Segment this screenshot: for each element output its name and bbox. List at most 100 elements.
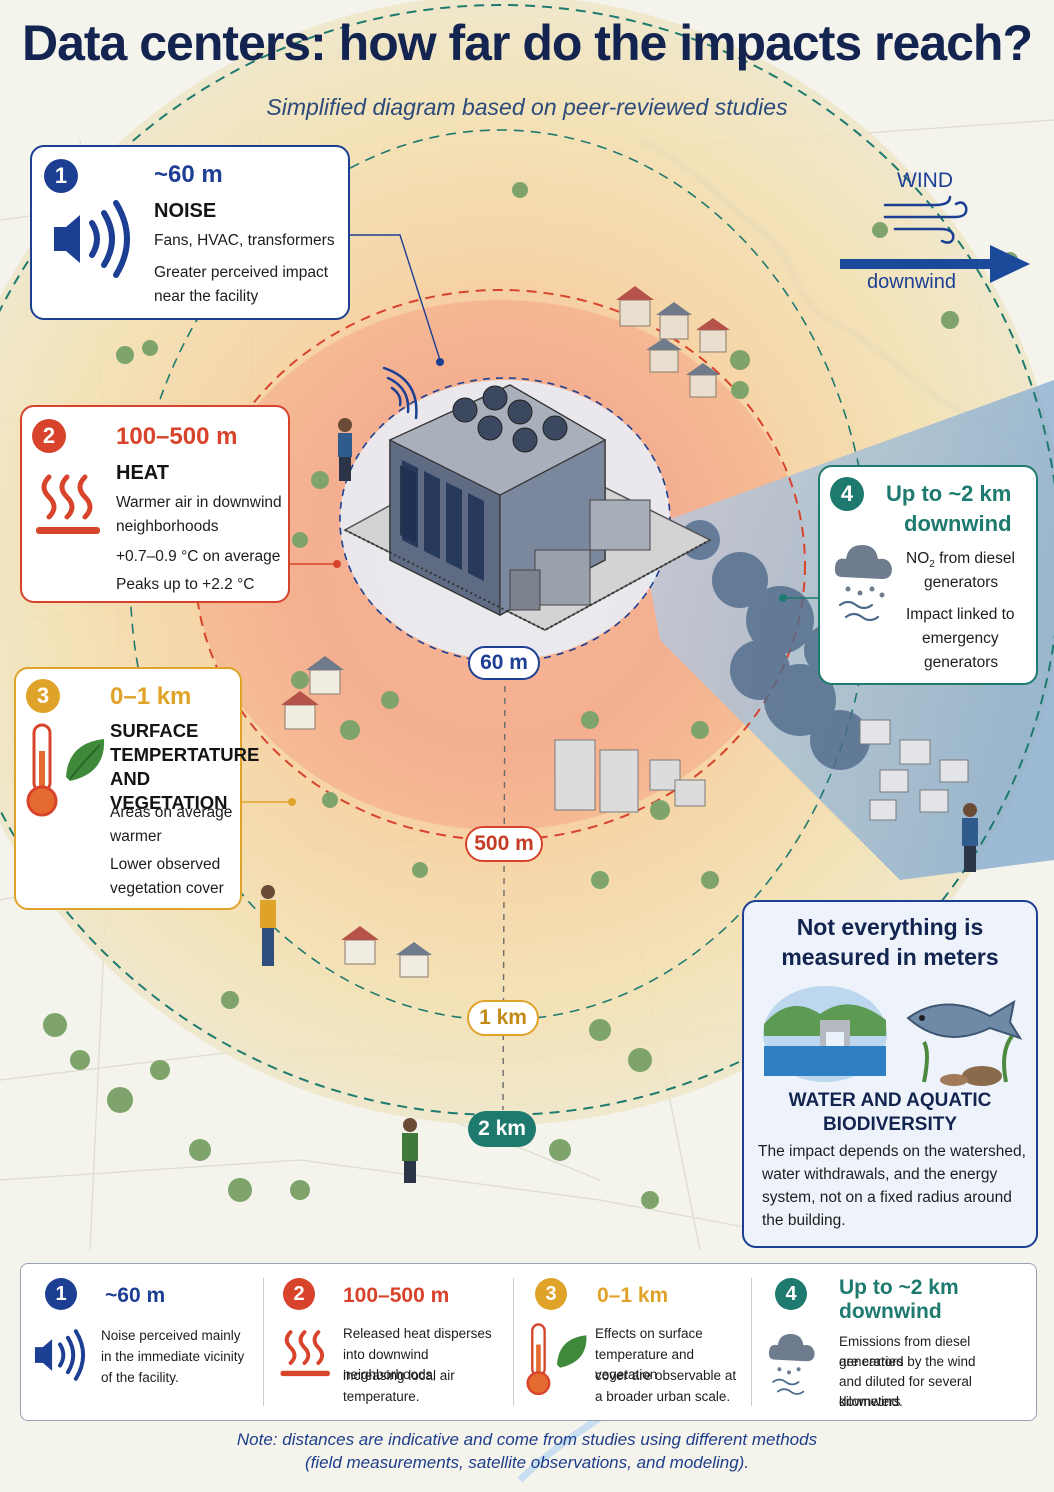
ring-label-500m: 500 m (465, 826, 543, 862)
legend-surface-title: 0–1 km (597, 1284, 669, 1307)
legend-heat-title: 100–500 m (343, 1284, 450, 1307)
emissions-line-5: generators (924, 654, 999, 671)
legend-heat-line-4: temperature. (343, 1389, 420, 1404)
heat-line-3: +0.7–0.9 °C on average (116, 548, 281, 565)
heat-distance: 100–500 m (116, 423, 238, 450)
legend-heat-line-2: into downwind neighborhoods, (343, 1347, 437, 1382)
cloud-emissions-icon (834, 545, 892, 622)
emissions-distance-2: downwind (904, 511, 1012, 536)
surface-heading-2: TEMPERTATURE (110, 744, 260, 765)
legend-noise-title: ~60 m (105, 1284, 166, 1307)
emissions-card: 4 Up to ~2 km downwind NO2 from diesel g… (818, 465, 1038, 685)
legend-surface-number: 3 (535, 1278, 567, 1310)
legend-noise-line-3: of the facility. (101, 1370, 179, 1385)
heat-number: 2 (32, 419, 66, 453)
wind-indicator: WIND downwind (835, 165, 1035, 295)
water-line-2: water withdrawals, and the energy (762, 1166, 998, 1183)
heat-waves-icon (36, 474, 100, 534)
legend-heat-line-1: Released heat disperses (343, 1326, 492, 1341)
legend-emissions-line-1: Emissions from diesel generators (839, 1334, 971, 1369)
dam-icon (763, 986, 887, 1082)
surface-line-4: vegetation cover (110, 880, 224, 897)
emissions-line-1: NO2 from diesel (906, 547, 1015, 577)
sound-waves-icon (54, 200, 130, 278)
legend-heat-number: 2 (283, 1278, 315, 1310)
noise-card: 1 ~60 m NOISE Fans, HVAC, transformers G… (30, 145, 350, 320)
wind-label: WIND (897, 169, 953, 192)
data-center-building (343, 384, 712, 632)
legend-emissions-title-2: downwind (839, 1300, 942, 1323)
noise-heading: NOISE (154, 200, 217, 222)
legend-item-noise: 1 ~60 m Noise perceived mainly in the im… (21, 1264, 271, 1422)
legend-item-surface: 3 0–1 km Effects on surface temperature … (517, 1264, 751, 1422)
page-title: Data centers: how far do the impacts rea… (21, 15, 1033, 71)
fish-icon (906, 1000, 1023, 1086)
ring-label-60m: 60 m (468, 646, 540, 680)
surface-line-2: warmer (110, 828, 162, 845)
sound-waves-icon (34, 1329, 86, 1381)
heat-card: 2 100–500 m HEAT Warmer air in downwind … (20, 405, 290, 603)
legend-item-emissions: 4 Up to ~2 km downwind Emissions from di… (755, 1264, 1035, 1422)
wind-icon (883, 195, 968, 244)
emissions-number: 4 (830, 477, 864, 511)
footnote-line-2: (field measurements, satellite observati… (304, 1453, 750, 1472)
legend-heat-line-3: increasing local air (343, 1368, 455, 1383)
downwind-arrow-icon (840, 245, 1030, 283)
ring-label-2km: 2 km (468, 1111, 536, 1147)
surface-heading-3: AND VEGETATION (110, 768, 228, 813)
heat-line-2: neighborhoods (116, 518, 219, 535)
no2-main: NO (906, 550, 930, 567)
noise-line-3: near the facility (154, 288, 259, 305)
emissions-line-4: emergency (922, 630, 999, 647)
water-heading-1: Not everything is (796, 914, 984, 940)
legend-emissions-line-4: downwind. (839, 1394, 903, 1409)
legend-noise-number: 1 (45, 1278, 77, 1310)
bottom-legend: 1 ~60 m Noise perceived mainly in the im… (20, 1263, 1037, 1421)
legend-surface-line-2: temperature and vegetation (595, 1347, 695, 1382)
surface-number: 3 (26, 679, 60, 713)
legend-emissions-line-2: are carried by the wind (839, 1354, 976, 1369)
heat-waves-icon (280, 1330, 330, 1377)
footnote-line-1: Note: distances are indicative and come … (236, 1430, 818, 1449)
legend-divider (751, 1278, 752, 1406)
legend-divider (513, 1278, 514, 1406)
legend-noise-line-2: in the immediate vicinity (101, 1349, 245, 1364)
legend-emissions-number: 4 (775, 1278, 807, 1310)
ring-label-1km: 1 km (467, 1000, 539, 1036)
legend-surface-line-3: cover are observable at (595, 1368, 737, 1383)
legend-item-heat: 2 100–500 m Released heat disperses into… (267, 1264, 513, 1422)
legend-emissions-line-3: and diluted for several kilometers (839, 1374, 972, 1409)
emissions-line-3: Impact linked to (906, 606, 1015, 623)
heat-line-1: Warmer air in downwind (116, 494, 282, 511)
water-line-3: system, not on a fixed radius around (762, 1189, 1012, 1206)
no2-subscript: 2 (929, 559, 935, 571)
water-subheading-1: WATER AND AQUATIC (788, 1090, 992, 1111)
legend-surface-line-4: a broader urban scale. (595, 1389, 731, 1404)
noise-line-1: Fans, HVAC, transformers (154, 232, 335, 249)
cloud-emissions-icon (768, 1334, 815, 1395)
page-subtitle: Simplified diagram based on peer-reviewe… (266, 94, 788, 120)
footnote: Note: distances are indicative and come … (0, 1428, 1054, 1474)
downwind-label: downwind (867, 271, 956, 293)
noise-distance: ~60 m (154, 161, 223, 188)
water-heading-2: measured in meters (781, 944, 999, 970)
people (260, 418, 978, 1183)
thermometer-leaf-icon (26, 723, 105, 817)
surface-line-1: Areas on average (110, 804, 233, 821)
legend-surface-line-1: Effects on surface (595, 1326, 703, 1341)
surface-line-3: Lower observed (110, 856, 221, 873)
legend-emissions-title-1: Up to ~2 km (839, 1276, 959, 1299)
no2-rest: from diesel (934, 550, 1015, 567)
water-subheading-2: BIODIVERSITY (822, 1114, 958, 1135)
surface-heading-1: SURFACE (110, 720, 199, 741)
surface-distance: 0–1 km (110, 683, 192, 710)
surface-card: 3 0–1 km SURFACE TEMPERTATURE AND VEGETA… (14, 667, 259, 910)
heat-heading: HEAT (116, 462, 169, 484)
noise-line-2: Greater perceived impact (154, 264, 329, 281)
water-card: Not everything is measured in meters WAT… (742, 900, 1038, 1248)
water-line-1: The impact depends on the watershed, (758, 1143, 1026, 1160)
emissions-distance-1: Up to ~2 km (886, 481, 1012, 506)
emissions-line-2: generators (924, 574, 999, 591)
heat-line-4: Peaks up to +2.2 °C (116, 576, 255, 593)
noise-number: 1 (44, 159, 78, 193)
